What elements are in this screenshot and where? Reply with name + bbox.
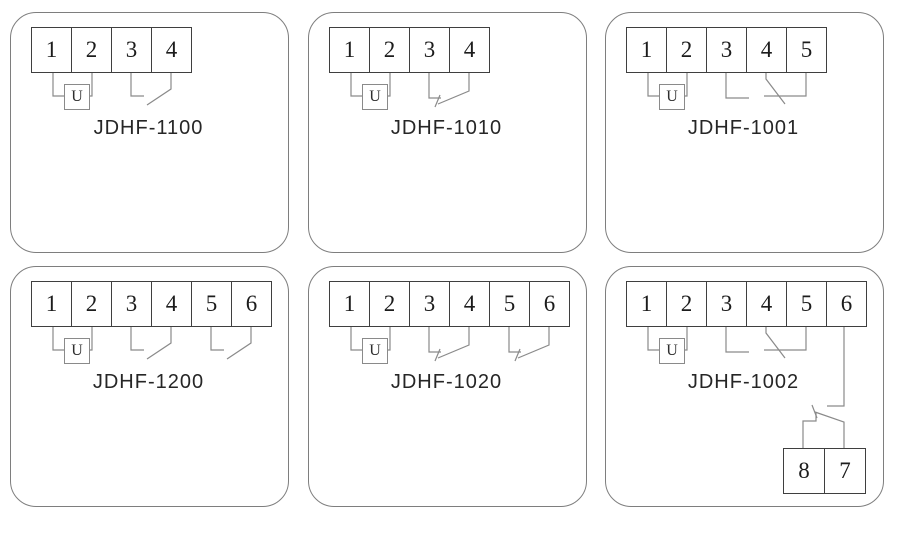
wiring-diagram-1010 [350, 72, 470, 108]
terminal-cell: 6 [231, 281, 272, 327]
terminal-cell: 3 [111, 281, 152, 327]
wiring-diagram-1002 [647, 326, 845, 448]
terminal-cell: 2 [666, 27, 707, 73]
terminal-block: 1 2 3 4 5 6 [329, 281, 570, 327]
panel-jdhf-1200: 1 2 3 4 5 6 U JDHF-1200 [10, 266, 289, 507]
terminal-cell: 1 [31, 281, 72, 327]
terminal-cell: 2 [369, 281, 410, 327]
no-contact-icon [130, 72, 172, 106]
model-label: JDHF-1010 [390, 117, 503, 139]
no-contact-icon [130, 326, 172, 360]
terminal-block: 1 2 3 4 5 6 [626, 281, 867, 327]
terminal-cell: 2 [71, 27, 112, 73]
model-label: JDHF-1200 [92, 371, 205, 393]
terminal-cell: 8 [783, 448, 825, 494]
terminal-cell: 5 [489, 281, 530, 327]
panel-jdhf-1001: 1 2 3 4 5 U JDHF-1001 [605, 12, 884, 253]
terminal-block: 1 2 3 4 [31, 27, 192, 73]
model-label: JDHF-1002 [687, 371, 800, 393]
no-contact-icon [210, 326, 252, 360]
panel-jdhf-1002: 1 2 3 4 5 6 U JDHF-1002 8 7 [605, 266, 884, 507]
terminal-cell: 7 [824, 448, 866, 494]
terminal-cell: 6 [826, 281, 867, 327]
nc-contact-icon [428, 72, 470, 108]
terminal-cell: 4 [746, 281, 787, 327]
coil-box: U [362, 84, 388, 110]
nc-contact-icon [508, 326, 550, 362]
terminal-cell: 1 [626, 27, 667, 73]
terminal-cell: 2 [71, 281, 112, 327]
terminal-cell: 3 [409, 27, 450, 73]
panel-jdhf-1100: 1 2 3 4 U JDHF-1100 [10, 12, 289, 253]
terminal-cell: 6 [529, 281, 570, 327]
terminal-block: 1 2 3 4 5 6 [31, 281, 272, 327]
model-label: JDHF-1100 [93, 117, 204, 139]
coil-box: U [64, 84, 90, 110]
terminal-cell: 5 [786, 27, 827, 73]
model-label: JDHF-1020 [390, 371, 503, 393]
terminal-cell: 5 [786, 281, 827, 327]
terminal-cell: 2 [369, 27, 410, 73]
terminal-cell: 1 [329, 27, 370, 73]
terminal-cell: 5 [191, 281, 232, 327]
terminal-cell: 4 [449, 281, 490, 327]
changeover-contact-icon [802, 326, 845, 448]
aux-terminal-block: 8 7 [783, 448, 866, 494]
terminal-cell: 3 [706, 281, 747, 327]
terminal-cell: 3 [706, 27, 747, 73]
nc-contact-icon [428, 326, 470, 362]
terminal-cell: 4 [151, 27, 192, 73]
panel-jdhf-1010: 1 2 3 4 U JDHF-1010 [308, 12, 587, 253]
model-label: JDHF-1001 [687, 117, 800, 139]
terminal-block: 1 2 3 4 5 [626, 27, 827, 73]
terminal-cell: 1 [626, 281, 667, 327]
coil-box: U [659, 338, 685, 364]
terminal-cell: 4 [449, 27, 490, 73]
wiring-diagram-1001 [647, 72, 807, 105]
terminal-cell: 4 [746, 27, 787, 73]
terminal-block: 1 2 3 4 [329, 27, 490, 73]
panel-jdhf-1020: 1 2 3 4 5 6 U JDHF-1020 [308, 266, 587, 507]
coil-box: U [64, 338, 90, 364]
terminal-cell: 3 [111, 27, 152, 73]
wiring-diagram-1200 [52, 326, 252, 360]
terminal-cell: 1 [31, 27, 72, 73]
coil-box: U [362, 338, 388, 364]
terminal-cell: 3 [409, 281, 450, 327]
changeover-contact-icon [725, 326, 807, 359]
terminal-cell: 1 [329, 281, 370, 327]
coil-box: U [659, 84, 685, 110]
terminal-cell: 4 [151, 281, 192, 327]
terminal-cell: 2 [666, 281, 707, 327]
changeover-contact-icon [725, 72, 807, 105]
